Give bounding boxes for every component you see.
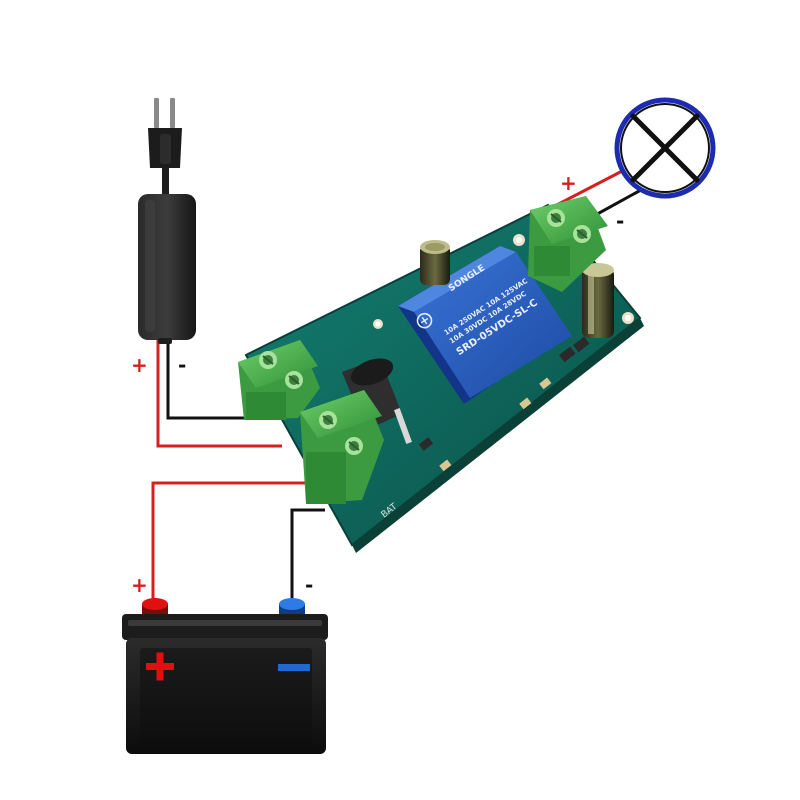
battery-terminal-block <box>300 390 384 504</box>
adapter-positive-wire <box>156 340 282 448</box>
relay-module-board: SONGLE 10A 250VAC 10A 125VAC 10A 30VDC 1… <box>238 196 644 553</box>
battery-wire-negative-label: - <box>305 573 313 597</box>
lamp-positive-label: + <box>560 171 577 195</box>
adapter-negative-label: - <box>178 353 186 377</box>
lamp-symbol-icon <box>614 97 716 199</box>
lamp-terminal-block <box>528 196 608 292</box>
car-battery-icon <box>122 598 328 754</box>
relay-component: SONGLE 10A 250VAC 10A 125VAC 10A 30VDC 1… <box>398 246 572 404</box>
battery-wire-positive-label: + <box>131 573 148 597</box>
lamp-negative-label: - <box>616 209 624 233</box>
adapter-terminal-block <box>238 340 320 420</box>
adapter-positive-label: + <box>131 353 148 377</box>
capacitor-right <box>582 263 614 338</box>
battery-negative-wire <box>290 508 325 605</box>
capacitor-middle <box>342 358 412 444</box>
battery-negative-symbol <box>278 664 310 671</box>
capacitor-top <box>420 240 450 285</box>
polarity-labels: + - + - + - <box>131 171 624 597</box>
battery-positive-wire <box>151 481 312 605</box>
power-adapter-plug-icon <box>138 98 196 344</box>
adapter-negative-wire <box>166 340 270 420</box>
